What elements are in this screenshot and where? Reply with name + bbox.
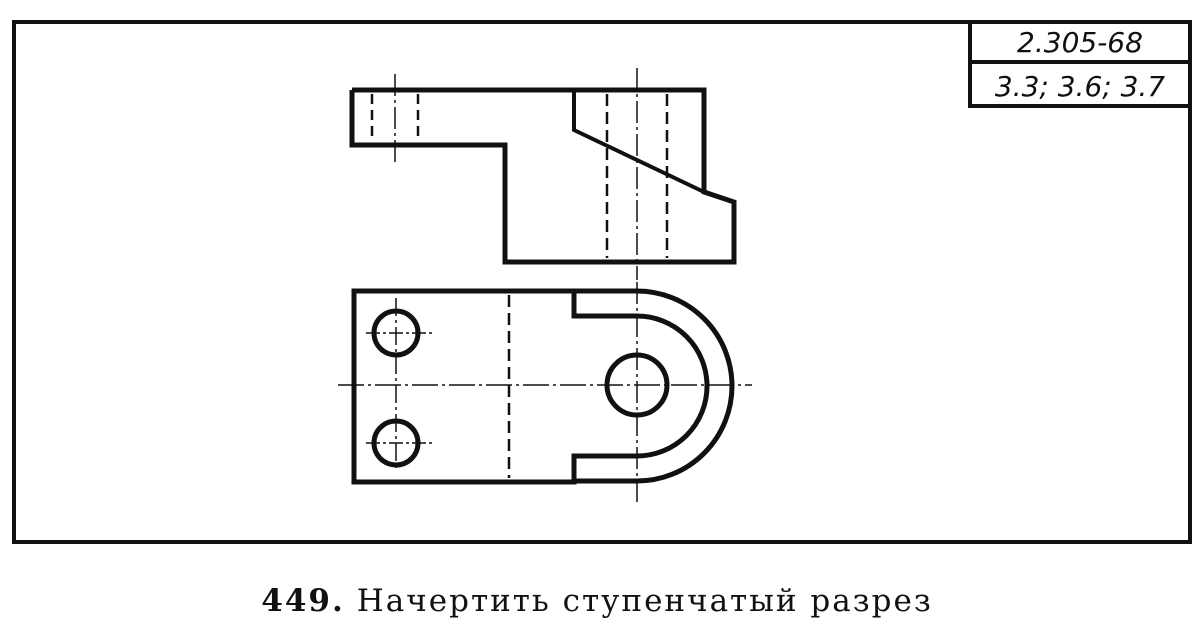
drawing-frame bbox=[12, 20, 1192, 544]
front-view-slope bbox=[572, 90, 705, 194]
top-view-outline bbox=[351, 288, 710, 485]
figure-number: 449. bbox=[261, 583, 345, 619]
front-view bbox=[349, 68, 737, 280]
top-view bbox=[338, 282, 752, 502]
front-view-outline bbox=[349, 87, 737, 265]
standard-clauses: 3.3; 3.6; 3.7 bbox=[995, 70, 1165, 103]
standard-number: 2.305-68 bbox=[1017, 26, 1143, 59]
figure-caption-text: Начертить ступенчатый разрез bbox=[356, 583, 933, 619]
top-view-outer-arc bbox=[574, 288, 735, 484]
title-block: 2.305-68 3.3; 3.6; 3.7 bbox=[968, 20, 1192, 108]
figure-caption: 449. Начертить ступенчатый разрез bbox=[0, 583, 1194, 619]
